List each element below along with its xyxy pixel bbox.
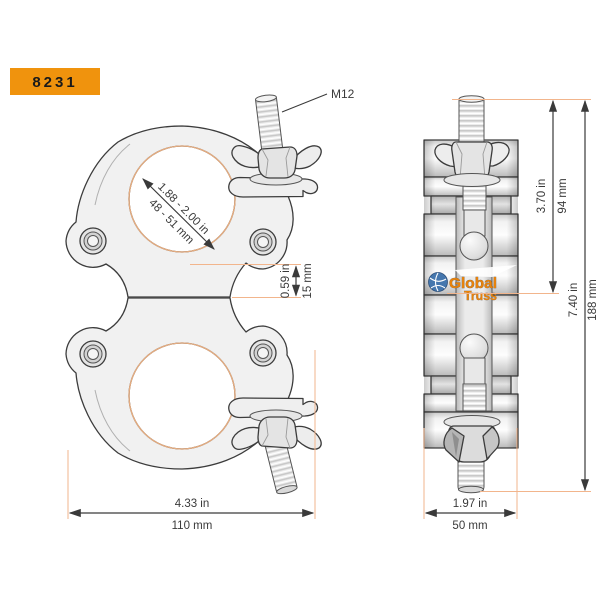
globe-icon — [428, 272, 448, 292]
product-number: 8231 — [32, 74, 77, 91]
clamp-height-dimension: 3.70 in 94 mm — [447, 99, 591, 294]
total-height-mm: 188 mm — [587, 279, 599, 321]
clamp-half-upper — [65, 125, 322, 298]
washer — [443, 173, 501, 187]
clamp-height-mm: 94 mm — [557, 178, 569, 213]
upper-inner-bolt-end — [459, 231, 489, 261]
side-view: Global Truss 3.70 in 94 mm 7.40 in — [423, 95, 599, 532]
logo-word-global: Global — [449, 275, 497, 292]
spacer-dimension-inches: 0.59 in — [280, 264, 292, 299]
depth-dimension-inches: 1.97 in — [453, 498, 488, 510]
side-top-wing-nut — [434, 141, 510, 187]
lower-inner-bolt-shank — [463, 357, 486, 385]
globe-meridians — [429, 272, 447, 292]
front-width-dimension: 4.33 in 110 mm — [67, 350, 316, 532]
brand-logo: Global Truss — [428, 265, 517, 303]
width-dimension-mm: 110 mm — [172, 520, 213, 532]
total-height-inches: 7.40 in — [568, 283, 580, 318]
front-view: 1.88 - 2.00 in 48 - 51 mm 0.59 in 15 mm … — [65, 87, 355, 532]
product-badge: 8231 — [10, 68, 100, 95]
callout-leader-line — [281, 93, 328, 113]
clamp-half-lower — [65, 297, 322, 470]
rivet-left — [79, 227, 107, 255]
width-dimension-inches: 4.33 in — [175, 498, 210, 510]
logo-swoosh — [455, 265, 517, 277]
badge-background — [10, 68, 100, 95]
total-height-dimension: 7.40 in 188 mm — [480, 99, 599, 492]
spacer-dimension: 0.59 in 15 mm — [190, 263, 314, 299]
bore-dimension-arrow — [142, 178, 215, 250]
wing-nut — [231, 145, 322, 179]
bore-dimension: 1.88 - 2.00 in 48 - 51 mm — [142, 178, 215, 250]
side-bottom-wing-nut — [443, 415, 501, 463]
depth-dimension: 1.97 in 50 mm — [423, 428, 518, 532]
bore-circle — [128, 145, 236, 253]
bolt-callout: M12 — [281, 87, 355, 113]
logo-word-truss: Truss — [464, 288, 497, 303]
body-seam-line — [94, 143, 131, 206]
clamp-height-inches: 3.70 in — [536, 179, 548, 214]
side-top-bolt — [458, 95, 485, 147]
lower-inner-bolt-threads — [462, 383, 487, 412]
rivet-right — [249, 228, 277, 256]
spacer-dimension-mm: 15 mm — [302, 263, 314, 298]
bolt-thread-label: M12 — [331, 87, 355, 101]
depth-dimension-mm: 50 mm — [452, 520, 487, 532]
